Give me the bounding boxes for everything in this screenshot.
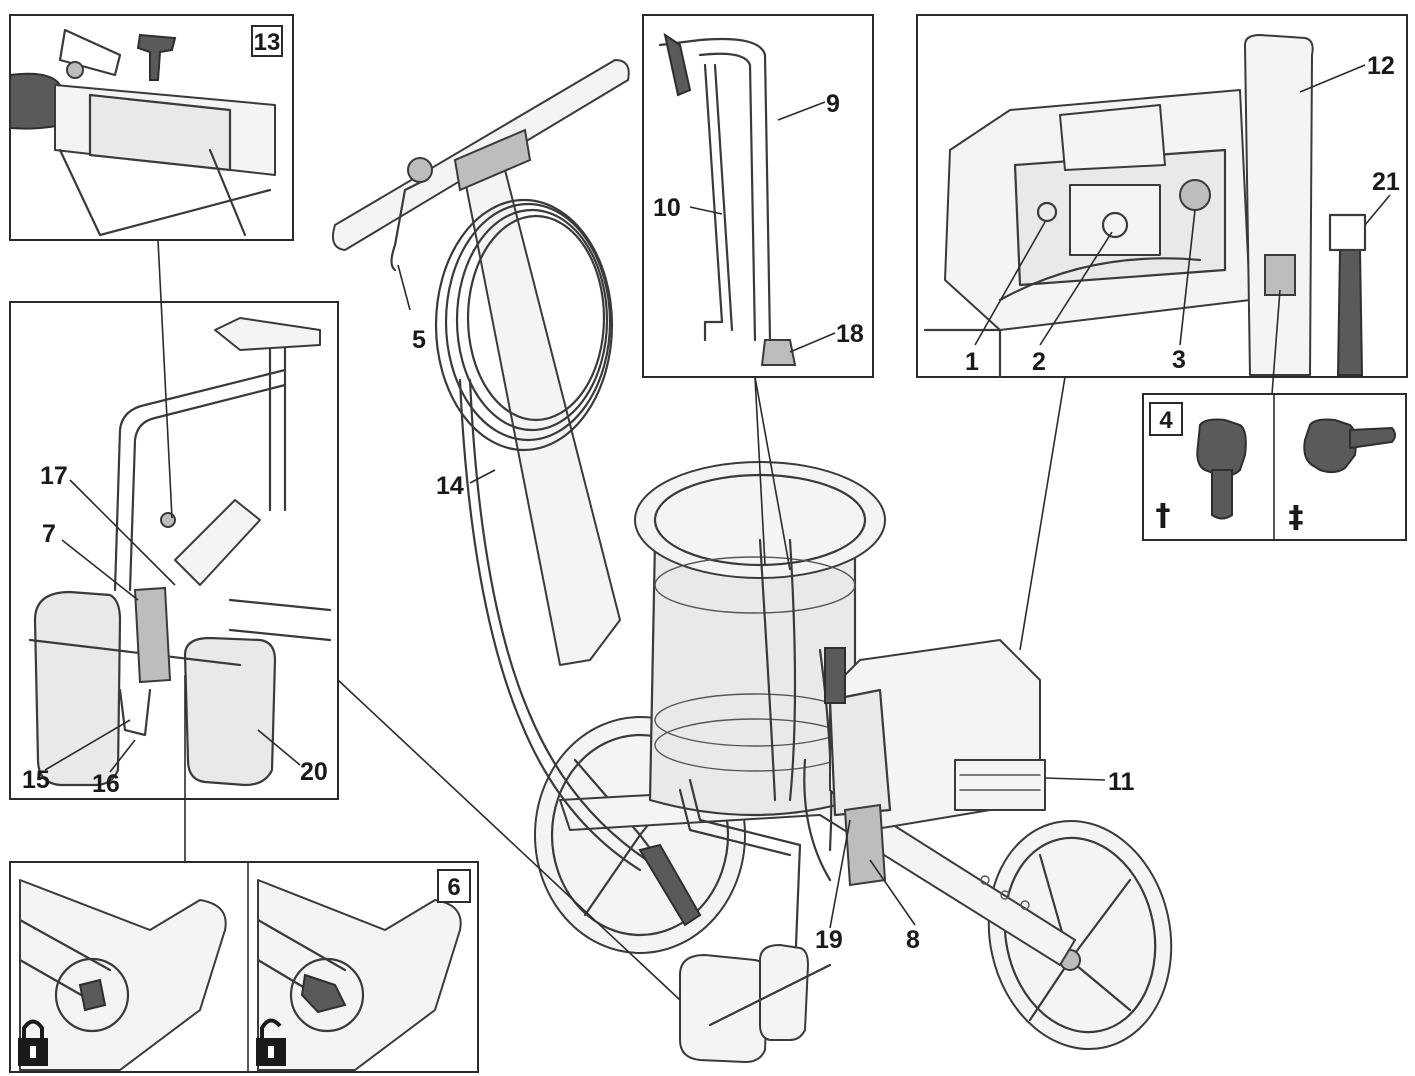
callout-11: 11 — [1108, 768, 1135, 796]
callout-19: 19 — [815, 926, 843, 954]
callout-14: 14 — [436, 472, 464, 500]
double-dagger-symbol: ‡ — [1289, 500, 1304, 535]
callout-3: 3 — [1172, 346, 1186, 374]
inset-panel-4: 4 † ‡ — [1142, 393, 1407, 541]
callout-5: 5 — [412, 326, 426, 354]
inset-suction-tube — [642, 14, 874, 378]
inset-panel-13: 13 — [9, 14, 294, 241]
panel-4-label: 4 — [1159, 407, 1173, 434]
callout-16: 16 — [92, 770, 120, 798]
connector-lines — [157, 239, 1281, 1001]
gun-unlocked-view: 6 — [256, 869, 471, 1071]
padlock-locked-icon — [18, 1019, 48, 1066]
gun-locked-view — [18, 879, 227, 1071]
inset-panel-6: 6 — [9, 861, 479, 1073]
callout-15: 15 — [22, 766, 50, 794]
coiled-hose — [434, 198, 652, 872]
callout-10: 10 — [653, 194, 681, 222]
front-gun-arm — [638, 778, 832, 1063]
callout-leaders — [44, 64, 1391, 929]
valve-closed-position — [1303, 418, 1396, 474]
engine-pump-assembly — [803, 639, 1046, 887]
callout-7: 7 — [42, 520, 56, 548]
line-striper-machine — [332, 59, 1173, 1063]
padlock-unlocked-icon — [256, 1018, 286, 1066]
paint-bucket — [634, 461, 886, 817]
inset-gun-assembly — [9, 301, 339, 800]
callout-12: 12 — [1367, 52, 1395, 80]
callout-17: 17 — [40, 462, 68, 490]
inset-engine-panel — [916, 14, 1408, 379]
callout-1: 1 — [965, 348, 979, 376]
callout-labels: 5 10 9 18 12 21 1 2 3 14 11 19 8 17 7 15… — [22, 52, 1400, 954]
panel-6-label: 6 — [447, 874, 460, 901]
handle-column — [332, 59, 630, 666]
callout-18: 18 — [836, 320, 864, 348]
dagger-symbol: † — [1156, 498, 1171, 533]
front-wheel — [987, 819, 1173, 1051]
panel-13-label: 13 — [254, 29, 281, 56]
valve-open-position — [1196, 418, 1247, 520]
callout-20: 20 — [300, 758, 328, 786]
callout-9: 9 — [826, 90, 840, 118]
callout-8: 8 — [906, 926, 920, 954]
callout-2: 2 — [1032, 348, 1046, 376]
callout-21: 21 — [1372, 168, 1400, 196]
